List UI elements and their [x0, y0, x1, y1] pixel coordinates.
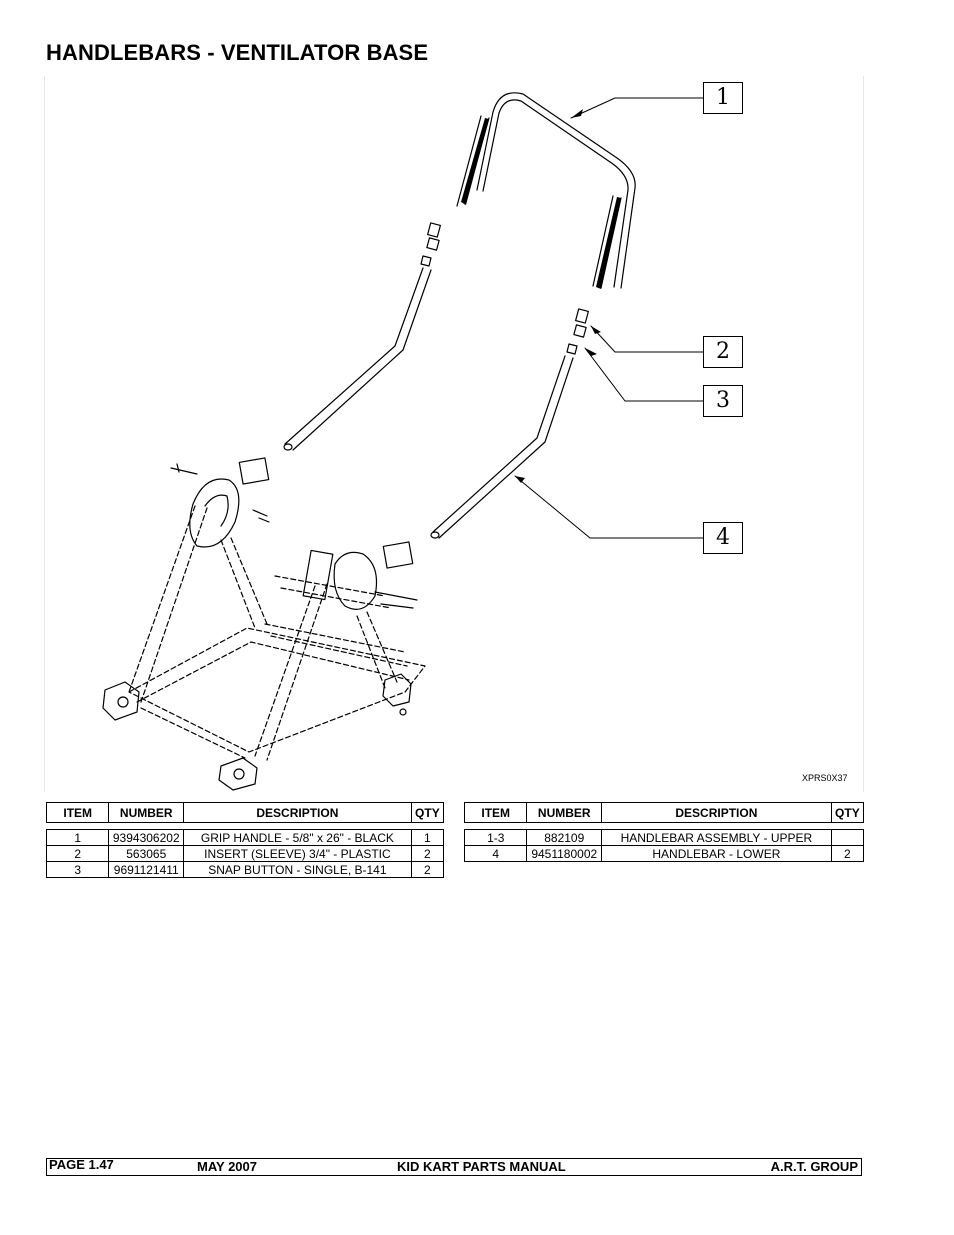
header-item: ITEM: [463, 802, 528, 823]
center-foot: [218, 757, 258, 791]
table-row: 3 9691121411 SNAP BUTTON - SINGLE, B-141…: [45, 861, 445, 878]
cell-description: SNAP BUTTON - SINGLE, B-141: [183, 861, 412, 878]
lower-handlebar-left: [284, 267, 432, 451]
header-item: ITEM: [45, 802, 110, 823]
table-row: 1 9394306202 GRIP HANDLE - 5/8" x 26" - …: [45, 829, 445, 846]
cell-description: HANDLEBAR - LOWER: [601, 845, 832, 862]
table-row: 2 563065 INSERT (SLEEVE) 3/4" - PLASTIC …: [45, 845, 445, 862]
lower-handlebar-right: [432, 355, 574, 539]
footer-manual-title: KID KART PARTS MANUAL: [397, 1159, 566, 1174]
left-foot: [102, 681, 140, 721]
callout-4: 4: [703, 522, 743, 554]
header-description: DESCRIPTION: [601, 802, 832, 823]
parts-table-left: ITEM NUMBER DESCRIPTION QTY 1 9394306202…: [45, 802, 445, 878]
parts-table-right: ITEM NUMBER DESCRIPTION QTY 1-3 882109 H…: [463, 802, 865, 862]
exploded-parts-drawing: 1 2 3 4 XPRS0X37: [44, 76, 864, 792]
header-number: NUMBER: [526, 802, 603, 823]
footer-group: A.R.T. GROUP: [770, 1159, 858, 1174]
header-description: DESCRIPTION: [183, 802, 412, 823]
footer-date: MAY 2007: [197, 1159, 257, 1174]
table-header-row: ITEM NUMBER DESCRIPTION QTY: [463, 802, 865, 823]
cell-qty: [830, 829, 865, 846]
cell-item: 1-3: [463, 829, 528, 846]
cell-number: 9691121411: [108, 861, 185, 878]
cell-description: HANDLEBAR ASSEMBLY - UPPER: [601, 829, 832, 846]
table-header-row: ITEM NUMBER DESCRIPTION QTY: [45, 802, 445, 823]
cell-item: 3: [45, 861, 110, 878]
header-number: NUMBER: [108, 802, 185, 823]
leader-line-4: [514, 475, 704, 539]
upper-handlebar-outline: [476, 92, 636, 289]
footer-page-number: PAGE 1.47: [49, 1157, 114, 1172]
callout-2: 2: [703, 336, 743, 368]
cell-description: INSERT (SLEEVE) 3/4" - PLASTIC: [183, 845, 412, 862]
cell-description: GRIP HANDLE - 5/8" x 26" - BLACK: [183, 829, 412, 846]
cell-qty: 1: [410, 829, 445, 846]
right-bracket: [333, 551, 378, 610]
right-foot: [382, 673, 412, 707]
left-bracket: [189, 478, 240, 548]
header-qty: QTY: [830, 802, 865, 823]
handlebar-assembly-illustration: [102, 92, 704, 791]
drawing-id: XPRS0X37: [802, 773, 848, 783]
page-title: HANDLEBARS - VENTILATOR BASE: [46, 40, 429, 65]
cell-number: 9451180002: [526, 845, 603, 862]
page-footer: PAGE 1.47 MAY 2007 KID KART PARTS MANUAL…: [46, 1157, 862, 1176]
cell-qty: 2: [410, 861, 445, 878]
cell-qty: 2: [410, 845, 445, 862]
leader-line-3: [584, 347, 704, 402]
base-frame: [128, 627, 426, 753]
cell-number: 882109: [526, 829, 603, 846]
callout-1: 1: [703, 82, 743, 114]
table-row: 4 9451180002 HANDLEBAR - LOWER 2: [463, 845, 865, 862]
cell-item: 2: [45, 845, 110, 862]
cell-qty: 2: [830, 845, 865, 862]
header-qty: QTY: [410, 802, 445, 823]
table-row: 1-3 882109 HANDLEBAR ASSEMBLY - UPPER: [463, 829, 865, 846]
leader-line-2: [590, 325, 704, 353]
cell-item: 4: [463, 845, 528, 862]
cell-number: 9394306202: [108, 829, 185, 846]
callout-3: 3: [703, 385, 743, 417]
cell-number: 563065: [108, 845, 185, 862]
cell-item: 1: [45, 829, 110, 846]
leader-line-1: [570, 97, 704, 119]
